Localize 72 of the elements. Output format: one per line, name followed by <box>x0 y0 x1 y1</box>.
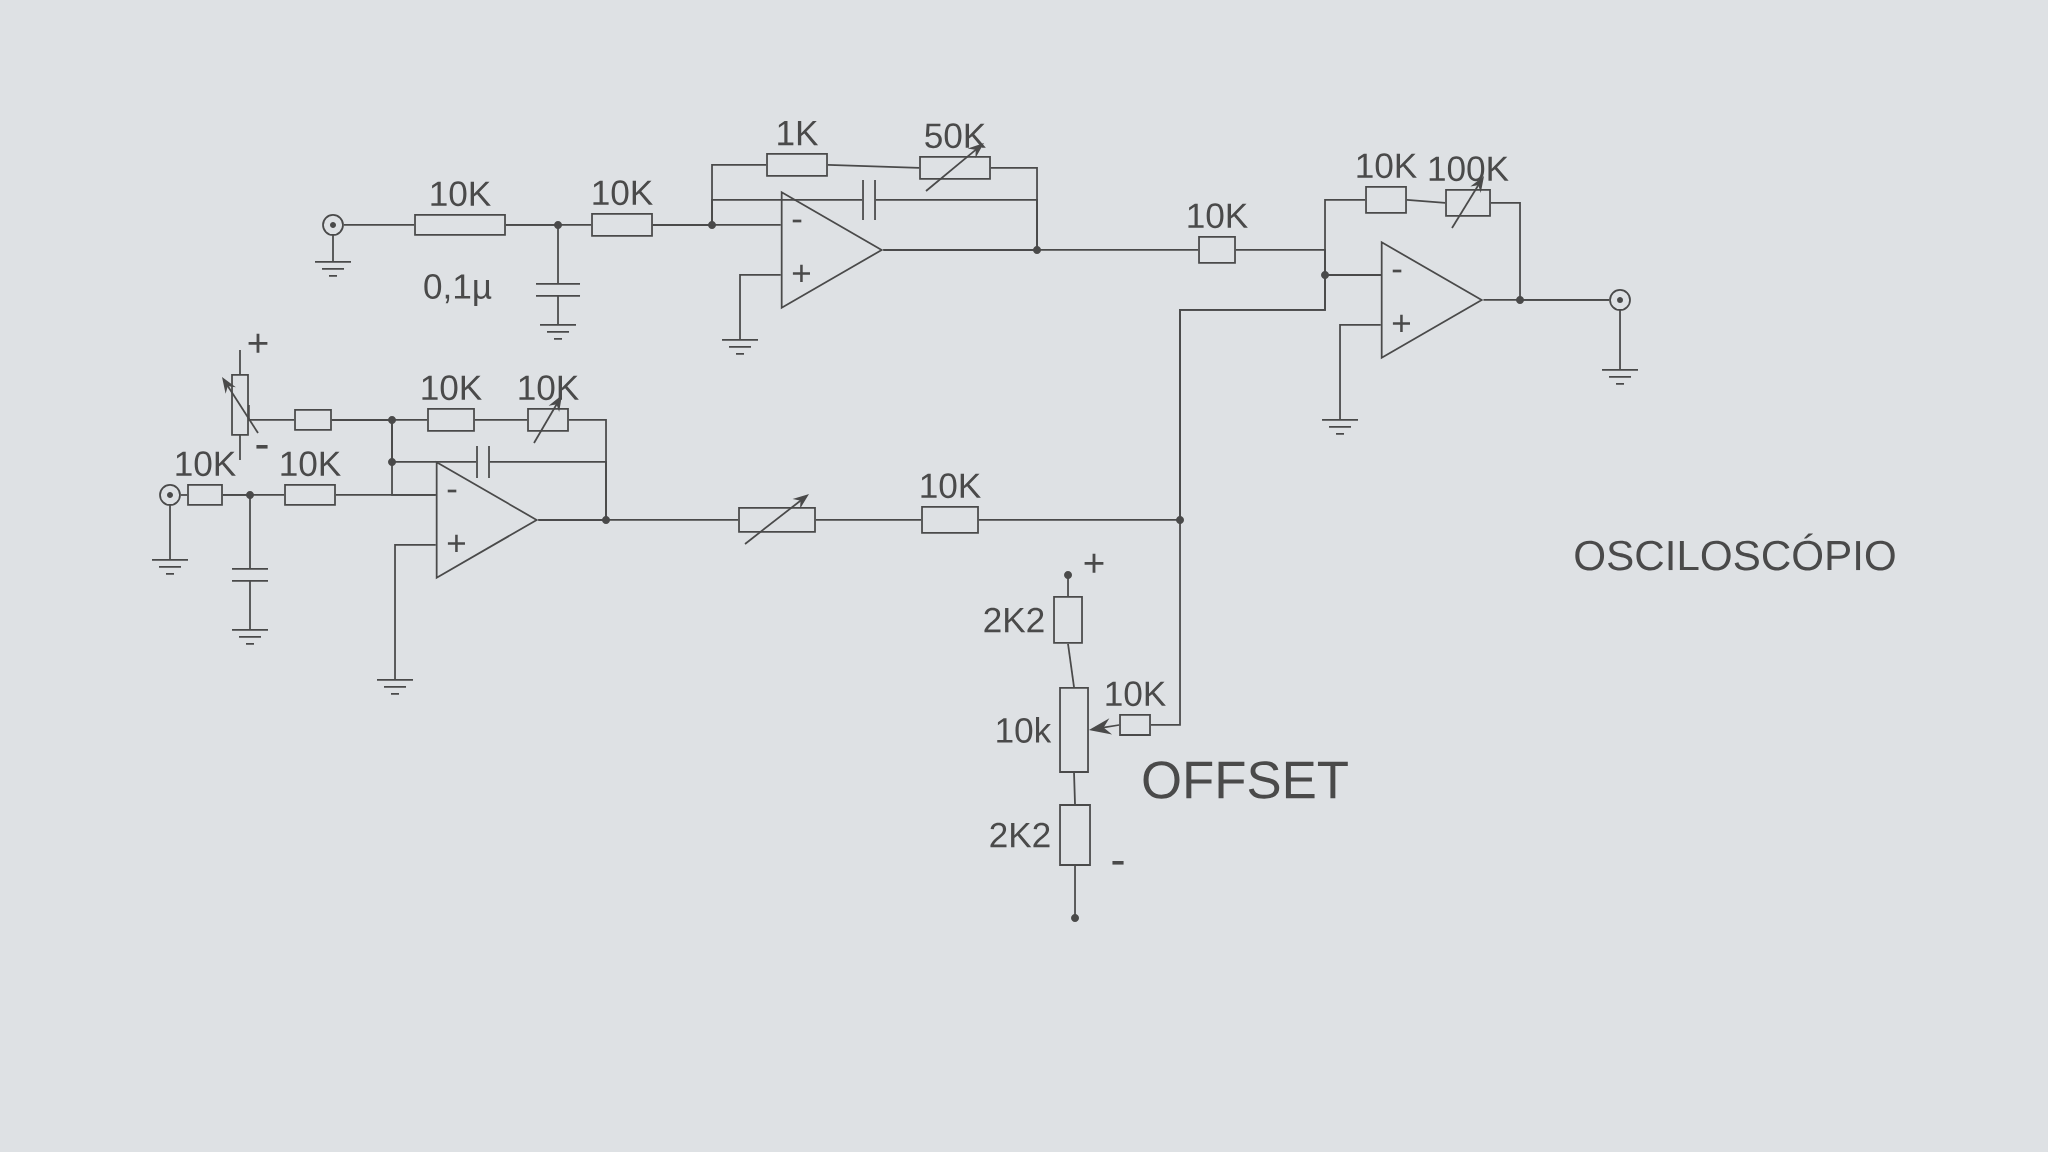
text-label: OFFSET <box>1143 761 1348 799</box>
text-label: + <box>1084 553 1104 573</box>
node-label: 10K <box>422 375 482 401</box>
wire <box>343 224 415 226</box>
resistor: 2K2 <box>990 804 1091 866</box>
capacitor: 0,1µ <box>424 274 581 306</box>
node-label: 10K <box>593 180 653 206</box>
resistor: 10K <box>921 473 981 534</box>
wire <box>815 519 922 521</box>
wire <box>222 494 251 569</box>
ground-symbol <box>376 679 414 695</box>
wire <box>652 199 863 226</box>
resistor: 10K <box>1106 681 1166 736</box>
potentiometer <box>738 494 816 545</box>
node-label: 10K <box>1357 153 1417 179</box>
wire <box>1067 643 1075 688</box>
capacitor <box>231 568 269 582</box>
potentiometer: 100K <box>1429 156 1509 229</box>
node-label: 2K2 <box>990 822 1050 848</box>
text-label: - <box>1112 861 1124 865</box>
wire <box>505 224 559 284</box>
wire <box>882 249 1200 251</box>
node-label: 10K <box>1106 681 1166 707</box>
capacitor <box>862 179 876 221</box>
resistor: 10K <box>414 181 506 236</box>
wire <box>1406 199 1447 204</box>
resistor: 10K <box>281 451 341 506</box>
ground-symbol <box>1321 419 1359 435</box>
wire <box>537 519 739 521</box>
wire <box>489 461 607 521</box>
wire <box>335 494 437 496</box>
node-label: 10k <box>997 717 1052 743</box>
resistor: 1K <box>766 121 828 177</box>
potentiometer: 10k <box>997 687 1089 773</box>
wire <box>180 494 188 496</box>
potentiometer: 50K <box>919 123 991 192</box>
node-label: 10K <box>431 181 491 207</box>
wire <box>248 404 295 421</box>
node-label: 10K <box>921 473 981 499</box>
wire <box>1073 772 1076 805</box>
node-label: 1K <box>778 121 819 146</box>
resistor: 2K2 <box>984 596 1083 644</box>
connector-jack <box>159 484 181 506</box>
node-label: 10K <box>281 451 341 477</box>
wire <box>474 419 528 421</box>
text-label: - <box>256 445 268 449</box>
node-label: 10K <box>519 375 579 401</box>
capacitor <box>476 445 490 479</box>
text-label: OSCILOSCÓPIO <box>1575 533 1895 571</box>
wire <box>1482 299 1611 301</box>
wire <box>875 199 1038 251</box>
wire <box>739 274 782 340</box>
node-label: 10K <box>1188 203 1248 229</box>
wire <box>394 544 437 680</box>
wire <box>1150 274 1382 726</box>
node-label: 2K2 <box>984 607 1044 633</box>
resistor: 10K <box>1188 203 1248 264</box>
wire <box>827 164 920 169</box>
potentiometer: 10K <box>519 375 579 444</box>
connector-jack <box>1609 289 1631 311</box>
resistor: 10K <box>176 451 236 506</box>
resistor: 10K <box>1357 153 1417 214</box>
node-label: 50K <box>925 123 986 149</box>
resistor: 10K <box>591 180 653 237</box>
resistor: 10K <box>422 375 482 432</box>
text-label: + <box>248 333 268 353</box>
ground-symbol <box>721 339 759 355</box>
node-label: 10K <box>176 451 236 477</box>
wire <box>1339 324 1382 420</box>
resistor <box>294 409 332 431</box>
node-label: 100K <box>1429 156 1509 182</box>
connector-jack <box>322 214 344 236</box>
